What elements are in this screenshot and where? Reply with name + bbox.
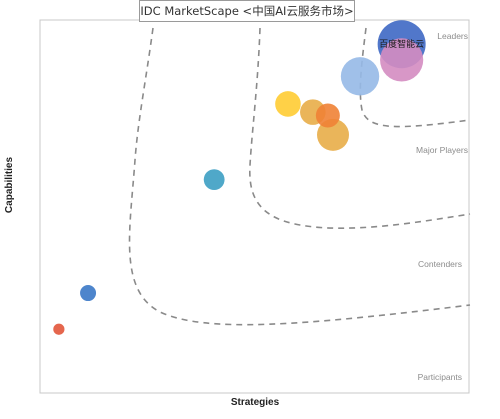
region-label-contenders: Contenders xyxy=(418,259,462,269)
vendor-bubble-7 xyxy=(275,91,301,117)
vendor-bubble-1 xyxy=(380,38,424,82)
region-label-participants: Participants xyxy=(418,372,462,382)
contenders-boundary-curve xyxy=(128,27,471,326)
major-players-boundary-curve xyxy=(249,27,471,229)
vendor-bubble-label-3: 百度智能云 xyxy=(379,38,424,50)
vendor-bubble-8 xyxy=(203,169,225,191)
vendor-bubble-9 xyxy=(80,285,97,302)
chart-title: IDC MarketScape <中国AI云服务市场> xyxy=(139,0,355,22)
vendor-bubble-2 xyxy=(340,57,380,96)
vendor-bubble-6 xyxy=(315,103,340,128)
leaders-boundary-curve xyxy=(359,27,471,128)
vendor-bubble-10 xyxy=(53,323,65,335)
y-axis-label: Capabilities xyxy=(4,156,15,214)
x-axis-label: Strategies xyxy=(230,397,280,408)
region-label-leaders: Leaders xyxy=(437,31,468,41)
region-label-major-players: Major Players xyxy=(416,145,468,155)
